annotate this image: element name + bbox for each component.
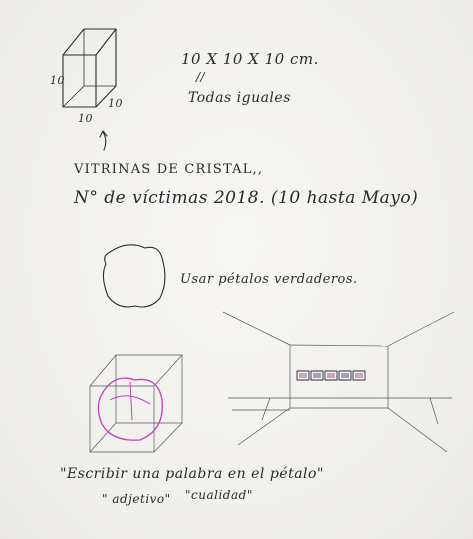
all-equal-note: Todas iguales [188,90,291,106]
cube-width-label: 10 [78,112,93,125]
cube-sketch [62,28,117,108]
victims-count-line: N° de víctimas 2018. (10 hasta Mayo) [74,188,419,208]
petal-sketch [102,244,166,308]
cube-depth-label: 10 [108,97,123,110]
cube-height-label: 10 [50,74,65,87]
dimensions-note: 10 X 10 X 10 cm. [181,50,319,68]
ditto-mark: // [196,70,206,84]
example-quality: "cualidad" [185,488,253,502]
write-word-instruction: "Escribir una palabra en el pétalo" [60,466,324,482]
glass-cube-sketch [89,354,183,453]
arrow-line [102,131,107,151]
page-title: VITRINAS DE CRISTAL,, [74,162,264,177]
petals-note: Usar pétalos verdaderos. [180,272,358,287]
room-perspective-sketch [222,311,455,453]
arrow-head [99,130,108,138]
example-adjective: " adjetivo" [102,492,171,506]
